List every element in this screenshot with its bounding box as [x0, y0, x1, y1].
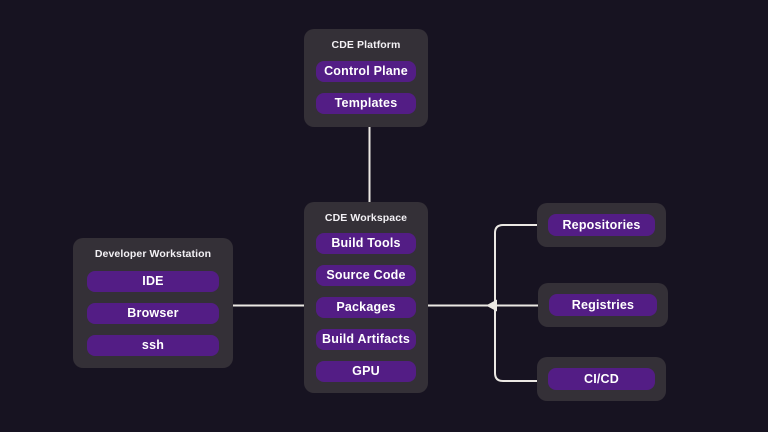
cde-platform-title: CDE Platform [331, 39, 401, 51]
developer-workstation-node: Developer Workstation IDE Browser ssh [73, 238, 233, 368]
pill-packages: Packages [316, 297, 416, 318]
pill-repositories: Repositories [548, 214, 655, 236]
cicd-node: CI/CD [537, 357, 666, 401]
pill-registries: Registries [549, 294, 657, 316]
cde-workspace-node: CDE Workspace Build Tools Source Code Pa… [304, 202, 428, 393]
cde-platform-node: CDE Platform Control Plane Templates [304, 29, 428, 127]
pill-build-tools: Build Tools [316, 233, 416, 254]
registries-node: Registries [538, 283, 668, 327]
pill-build-artifacts: Build Artifacts [316, 329, 416, 350]
pill-control-plane: Control Plane [316, 61, 416, 82]
pill-cicd: CI/CD [548, 368, 655, 390]
pill-gpu: GPU [316, 361, 416, 382]
pill-ssh: ssh [87, 335, 219, 356]
developer-workstation-title: Developer Workstation [94, 248, 212, 260]
repositories-node: Repositories [537, 203, 666, 247]
pill-templates: Templates [316, 93, 416, 114]
connector-branch-rail [494, 224, 539, 382]
pill-browser: Browser [87, 303, 219, 324]
pill-source-code: Source Code [316, 265, 416, 286]
pill-ide: IDE [87, 271, 219, 292]
cde-workspace-title: CDE Workspace [324, 212, 408, 224]
junction-arrow-left-icon [486, 299, 497, 312]
